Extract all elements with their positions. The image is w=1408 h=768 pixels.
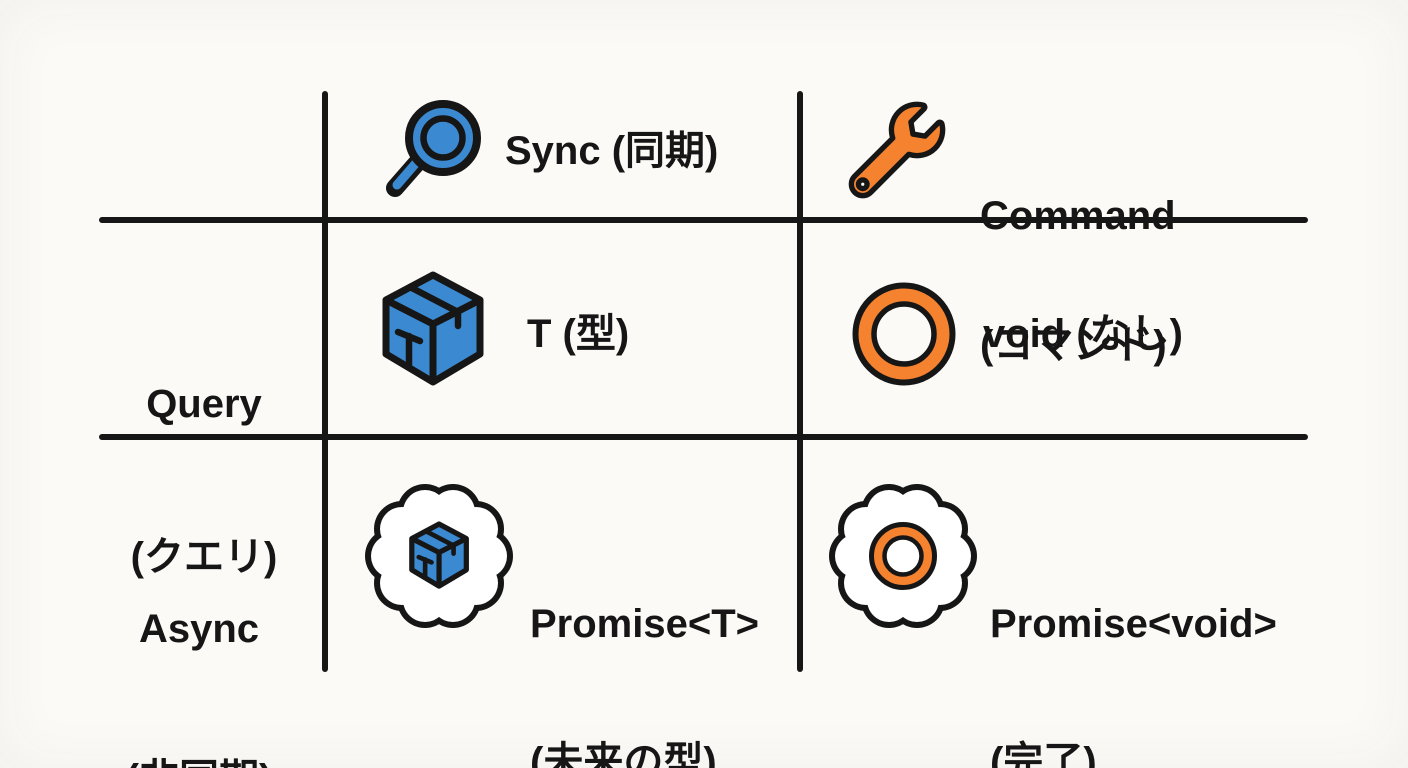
cloud-package-icon	[364, 482, 514, 630]
row-header-query-line2: (クエリ)	[130, 535, 278, 579]
grid-vertical-line-2	[797, 91, 803, 672]
cloud-ring-icon	[828, 482, 978, 630]
cell-async-command-line1: Promise<void>	[990, 602, 1277, 646]
cell-async-command-line2: (完了)	[990, 740, 1097, 768]
grid-vertical-line-1	[322, 91, 328, 672]
grid-horizontal-line-2	[99, 434, 1308, 440]
ring-icon	[852, 282, 956, 386]
row-header-query: Query (クエリ)	[88, 277, 320, 685]
row-header-async-line2: (非同期)	[83, 754, 315, 768]
package-box-icon	[376, 268, 490, 394]
column-header-command: Command (コマンド)	[980, 109, 1176, 453]
row-header-async: Async (非同期)	[83, 504, 315, 768]
cell-query-command-label: void (なし)	[983, 312, 1183, 356]
row-header-async-line1: Async	[138, 607, 260, 651]
column-header-command-line1: Command	[980, 194, 1176, 238]
cell-async-sync-line2: (未来の型)	[530, 740, 717, 768]
cell-async-sync-label: Promise<T> (未来の型)	[530, 509, 759, 768]
grid-horizontal-line-1	[99, 217, 1308, 223]
wrench-icon	[846, 99, 948, 201]
cell-query-sync-label: T (型)	[527, 312, 630, 356]
column-header-sync: Sync (同期)	[505, 129, 719, 173]
cell-async-command-label: Promise<void> (完了)	[990, 509, 1277, 768]
cell-async-sync-line1: Promise<T>	[530, 602, 760, 646]
row-header-query-line1: Query	[146, 382, 262, 426]
column-header-command-line2: (コマンド)	[980, 323, 1167, 367]
magnifier-icon	[378, 93, 484, 203]
cloud-outline	[829, 484, 977, 628]
